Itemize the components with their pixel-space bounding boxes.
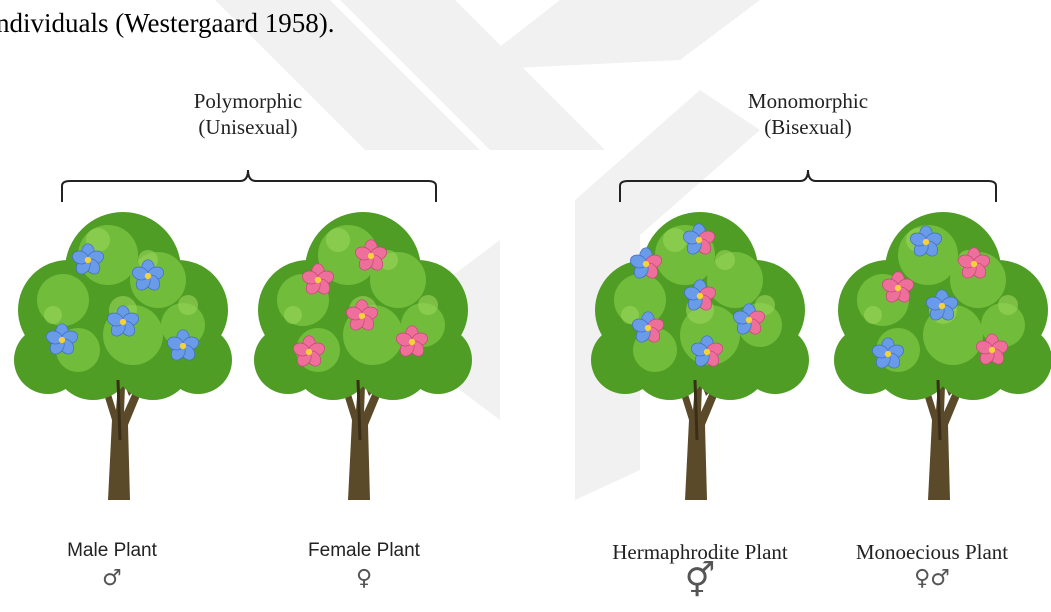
- female-symbol-icon: ♀: [244, 566, 484, 591]
- monomorphic-subtitle: (Bisexual): [698, 114, 918, 140]
- hermaphrodite-tree: [585, 200, 815, 500]
- monoecious-tree: [828, 200, 1051, 500]
- female-tree: [248, 200, 478, 500]
- male-tree: [8, 200, 238, 500]
- intro-text: ndividuals (Westergaard 1958).: [0, 8, 335, 39]
- hermaphrodite-symbol-icon: ⚥: [580, 561, 820, 601]
- polymorphic-title: Polymorphic: [138, 88, 358, 114]
- polymorphic-subtitle: (Unisexual): [138, 114, 358, 140]
- monomorphic-title: Monomorphic: [698, 88, 918, 114]
- polymorphic-title-block: Polymorphic (Unisexual): [138, 88, 358, 140]
- female-plant-label: Female Plant: [244, 540, 484, 562]
- monoecious-symbol-icon: ♀♂: [812, 566, 1051, 591]
- male-plant-label: Male Plant: [0, 540, 232, 562]
- monomorphic-brace: [620, 170, 996, 202]
- polymorphic-brace: [62, 170, 436, 202]
- monomorphic-title-block: Monomorphic (Bisexual): [698, 88, 918, 140]
- monoecious-plant-label: Monoecious Plant: [812, 540, 1051, 565]
- male-symbol-icon: ♂: [0, 566, 232, 591]
